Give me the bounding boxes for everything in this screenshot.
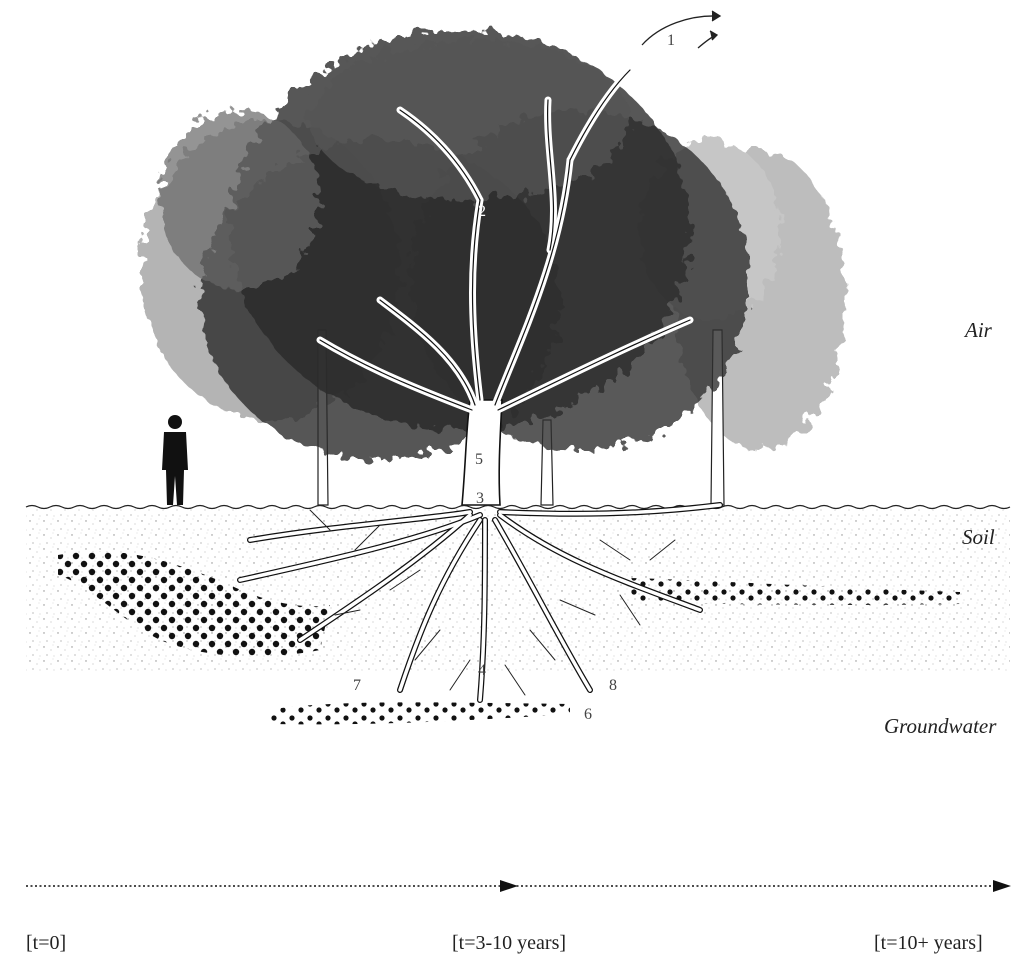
callout-3: 3 — [476, 490, 484, 508]
timeline-arrow-end — [993, 880, 1011, 892]
tree-canopy — [160, 30, 750, 460]
callout-4: 4 — [478, 662, 486, 680]
timeline-end-label: [t=10+ years] — [874, 932, 983, 955]
timeline-start-label: [t=0] — [26, 932, 66, 955]
callout-5: 5 — [475, 451, 483, 469]
callout-6: 6 — [584, 706, 592, 724]
airflow-arrows — [642, 11, 720, 48]
soil-zone-label: Soil — [962, 525, 995, 550]
human-silhouette — [162, 415, 188, 505]
callout-8: 8 — [609, 677, 617, 695]
timeline — [26, 880, 1011, 892]
groundwater-zone-label: Groundwater — [884, 714, 996, 739]
air-zone-label: Air — [965, 318, 992, 343]
callout-7: 7 — [353, 677, 361, 695]
timeline-arrow-mid — [500, 880, 518, 892]
callout-2: 2 — [478, 203, 486, 221]
groundwater-table — [268, 702, 570, 724]
callout-1: 1 — [667, 32, 675, 50]
timeline-middle-label: [t=3-10 years] — [452, 932, 566, 955]
